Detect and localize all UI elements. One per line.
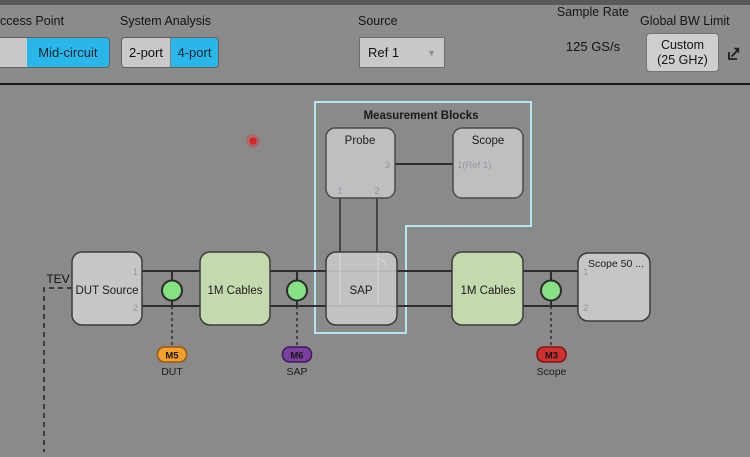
source-dropdown[interactable]: Ref 1 ▼ [359,37,445,68]
probe-port-3: 3 [385,160,390,171]
marker-badge-m5[interactable] [156,346,188,363]
window-top-strip [0,0,750,5]
marker-badge-m6-text: M6 [290,351,303,362]
global-bw-custom-line2: (25 GHz) [657,52,708,67]
cables-block-1-title: 1M Cables [208,285,263,297]
access-point-external-button[interactable] [0,38,27,67]
sample-rate-group: Sample Rate 125 GS/s [550,5,636,54]
junction-node-sap[interactable] [286,279,308,302]
probe-port-2: 2 [374,186,379,197]
scope50-block[interactable] [577,252,651,322]
source-dropdown-value: Ref 1 [368,45,400,60]
sample-rate-value: 125 GS/s [565,39,621,54]
tev-dashed-line [43,287,72,452]
cables-block-1[interactable] [199,251,271,326]
dut-source-title: DUT Source [75,285,138,297]
scope50-port-1: 1 [583,267,588,278]
sap-inner-notch [377,258,387,268]
measurement-scope-block[interactable] [452,127,524,199]
marker-label-sap: SAP [286,366,307,378]
scope50-title: Scope 50 ... [588,258,644,270]
probe-block[interactable] [325,127,396,199]
junction-node-scope[interactable] [540,279,562,302]
measurement-scope-title: Scope [472,135,505,147]
red-dot-indicator [249,137,257,145]
sap-block[interactable] [325,251,398,326]
probe-block-title: Probe [345,135,376,147]
system-analysis-2port-button[interactable]: 2-port [122,38,170,67]
scope50-port-2: 2 [583,303,588,314]
marker-label-scope: Scope [537,366,567,378]
measurement-blocks-title: Measurement Blocks [363,110,478,122]
sap-title: SAP [349,285,372,297]
sample-rate-label: Sample Rate [556,5,630,19]
toolbar-separator [0,83,750,85]
measurement-scope-port: 1(Ref 1) [457,160,491,171]
access-point-label: ccess Point [0,14,64,28]
marker-label-dut: DUT [161,366,183,378]
popout-arrow-icon[interactable] [724,43,744,63]
global-bw-custom-line1: Custom [660,37,705,52]
tev-label: TEV [46,272,69,286]
global-bw-limit-label: Global BW Limit [640,14,730,28]
dut-source-port-1: 1 [133,267,138,278]
system-analysis-4port-button[interactable]: 4-port [170,38,218,67]
marker-badge-m5-text: M5 [165,351,179,362]
probe-port-1: 1 [337,186,342,197]
marker-badge-m3[interactable] [536,346,567,363]
dut-source-port-2: 2 [133,303,138,314]
source-label: Source [358,14,398,28]
chevron-down-icon: ▼ [427,47,436,58]
segment-divider [170,38,171,67]
cables-block-2[interactable] [451,251,524,326]
marker-badge-m6[interactable] [281,346,313,363]
access-point-mid-circuit-button[interactable]: Mid-circuit [26,38,109,67]
circuit-diagram-canvas: Measurement Blocks Probe 3 1 2 Scope 1(R… [0,85,750,452]
junction-node-dut[interactable] [161,279,183,302]
cables-block-2-title: 1M Cables [461,285,516,297]
system-analysis-label: System Analysis [120,14,212,28]
access-point-segmented-control: Mid-circuit [0,37,110,68]
measurement-blocks-outline [314,101,532,334]
circuit-diagram-svg: Measurement Blocks Probe 3 1 2 Scope 1(R… [43,101,651,452]
dut-source-block[interactable] [71,251,143,326]
system-analysis-segmented-control: 2-port 4-port [121,37,219,68]
toolbar: ccess Point Mid-circuit System Analysis … [0,5,750,83]
marker-badge-m3-text: M3 [545,351,558,362]
global-bw-custom-button[interactable]: Custom (25 GHz) [646,33,719,72]
